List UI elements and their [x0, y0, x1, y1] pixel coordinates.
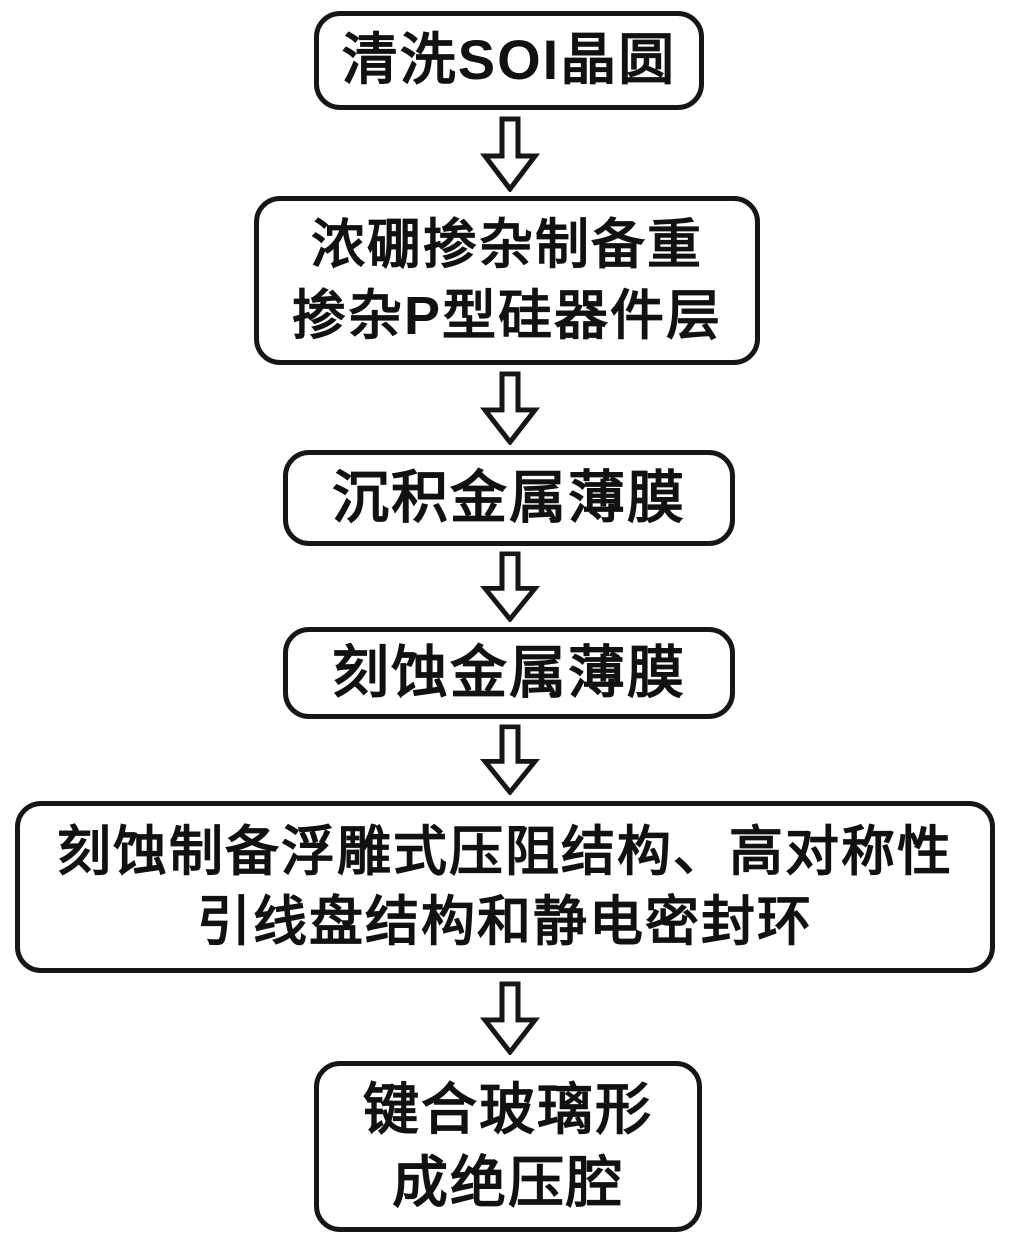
step-label: 清洗SOI晶圆: [341, 28, 677, 92]
step-box-etch-metal-film: 刻蚀金属薄膜: [283, 627, 735, 719]
step-box-boron-doping: 浓硼掺杂制备重 掺杂P型硅器件层: [254, 196, 760, 365]
step-box-bond-glass-absolute-pressure-cavity: 键合玻璃形 成绝压腔: [314, 1061, 702, 1232]
down-arrow-icon: [479, 724, 541, 795]
step-label: 键合玻璃形: [363, 1077, 653, 1141]
step-box-deposit-metal-film: 沉积金属薄膜: [283, 450, 735, 546]
step-label: 沉积金属薄膜: [332, 465, 686, 530]
step-box-clean-soi-wafer: 清洗SOI晶圆: [314, 11, 704, 110]
step-box-etch-relief-piezoresistive-structure: 刻蚀制备浮雕式压阻结构、高对称性 引线盘结构和静电密封环: [15, 801, 995, 973]
down-arrow-icon: [479, 551, 541, 622]
down-arrow-icon: [479, 116, 541, 192]
step-label: 掺杂P型硅器件层: [291, 285, 723, 346]
step-label: 引线盘结构和静电密封环: [197, 892, 813, 952]
step-label: 浓硼掺杂制备重: [311, 215, 703, 276]
down-arrow-icon: [479, 371, 541, 445]
step-label: 成绝压腔: [392, 1150, 624, 1214]
step-label: 刻蚀制备浮雕式压阻结构、高对称性: [57, 821, 953, 882]
step-label: 刻蚀金属薄膜: [332, 640, 686, 705]
down-arrow-icon: [479, 981, 541, 1055]
